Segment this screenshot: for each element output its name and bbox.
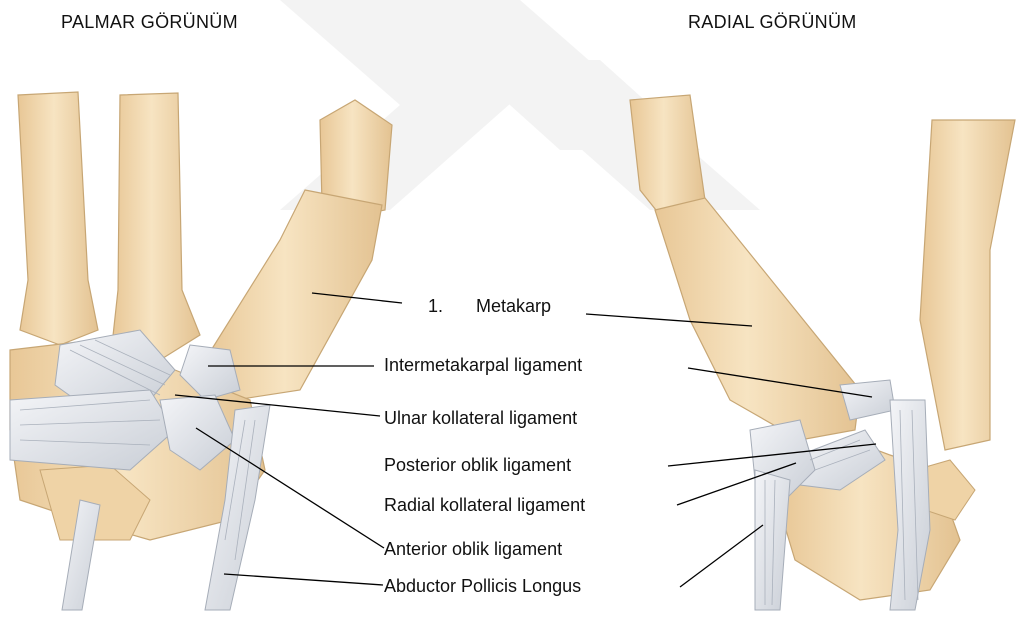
palmar-view-illustration xyxy=(10,92,392,610)
radial-view-illustration xyxy=(630,95,1015,610)
palmar-view-title: PALMAR GÖRÜNÜM xyxy=(61,12,238,33)
label-abductor: Abductor Pollicis Longus xyxy=(384,576,581,597)
label-metakarp: Metakarp xyxy=(476,296,551,317)
leader-abductor-radial xyxy=(680,525,763,587)
label-metakarp-number: 1. xyxy=(428,296,443,317)
leader-abductor-palmar xyxy=(224,574,383,585)
label-anterior-oblik: Anterior oblik ligament xyxy=(384,539,562,560)
label-intermetakarpal: Intermetakarpal ligament xyxy=(384,355,582,376)
label-posterior-oblik: Posterior oblik ligament xyxy=(384,455,571,476)
label-ulnar-kollateral: Ulnar kollateral ligament xyxy=(384,408,577,429)
label-radial-kollateral: Radial kollateral ligament xyxy=(384,495,585,516)
radial-view-title: RADIAL GÖRÜNÜM xyxy=(688,12,857,33)
